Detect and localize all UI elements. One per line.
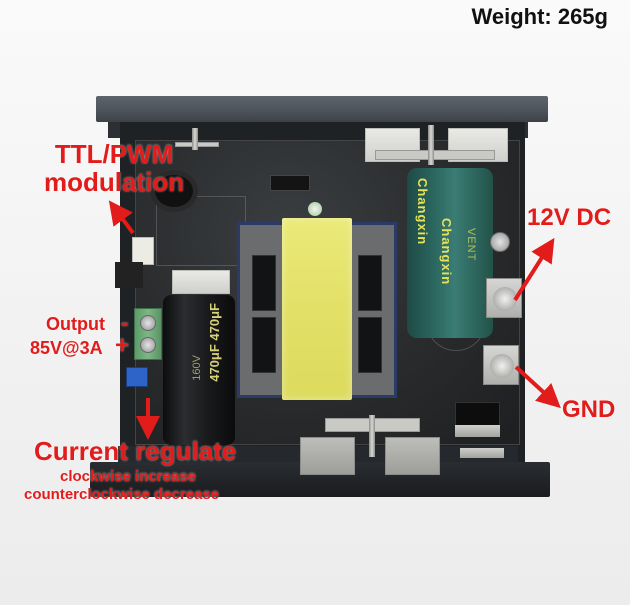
mosfet-tab	[455, 425, 500, 437]
transformer-core	[252, 255, 276, 311]
ttl-pwm-label: TTL/PWM modulation	[44, 140, 184, 196]
thermal-block	[300, 437, 355, 475]
capacitor-brand: Changxin	[415, 178, 430, 246]
capacitor-voltage: 160V	[191, 355, 203, 381]
clamp-bracket	[375, 150, 495, 160]
resistor-block	[172, 270, 230, 294]
transformer-core	[358, 317, 382, 373]
dc-input-terminal[interactable]	[486, 278, 522, 318]
insulation-tape	[282, 218, 352, 400]
capacitor-brand: Changxin	[439, 218, 454, 286]
terminal-screw[interactable]	[490, 354, 514, 378]
output-label-line1: Output	[46, 314, 105, 334]
ic-chip	[270, 175, 310, 191]
terminal-screw[interactable]	[493, 287, 517, 311]
weight-label: Weight: 265g	[471, 4, 608, 29]
current-regulate-line1: clockwise increase	[60, 468, 196, 485]
transformer-core	[358, 255, 382, 311]
inductor	[150, 170, 198, 212]
electrolytic-capacitor-black: 470μF 470μF 160V	[163, 295, 235, 445]
terminal-screw-plus[interactable]	[140, 337, 156, 353]
bolt	[428, 125, 434, 165]
gnd-label: GND	[562, 396, 616, 423]
bolt	[192, 128, 198, 150]
output-plus-symbol: +	[115, 332, 130, 359]
capacitor-rating: 470μF 470μF	[207, 303, 222, 382]
heatsink-top	[96, 96, 548, 122]
terminal-screw-minus[interactable]	[140, 315, 156, 331]
ttl-pwm-connector	[132, 237, 154, 265]
small-capacitor	[308, 202, 322, 216]
output-minus-symbol: -	[121, 310, 129, 335]
current-potentiometer[interactable]	[126, 367, 148, 387]
dc-input-label: 12V DC	[527, 204, 612, 231]
mounting-screw	[490, 232, 510, 252]
output-terminal-block[interactable]	[134, 308, 162, 360]
output-label-line2: 85V@3A	[30, 338, 103, 358]
bolt	[369, 415, 375, 457]
transformer-core	[252, 317, 276, 373]
ttl-pwm-label-line2: modulation	[44, 167, 185, 197]
current-regulate-title: Current regulate	[34, 436, 237, 466]
thermal-block	[385, 437, 440, 475]
gnd-terminal[interactable]	[483, 345, 519, 385]
mosfet-tab	[460, 448, 504, 458]
capacitor-vent-mark: VENT	[465, 228, 477, 262]
current-regulate-line2: counterclockwise decrease	[24, 486, 220, 503]
electrolytic-capacitor-green: Changxin Changxin VENT	[407, 168, 493, 338]
connector-housing	[115, 262, 143, 288]
ttl-pwm-label-line1: TTL/PWM	[54, 139, 174, 169]
